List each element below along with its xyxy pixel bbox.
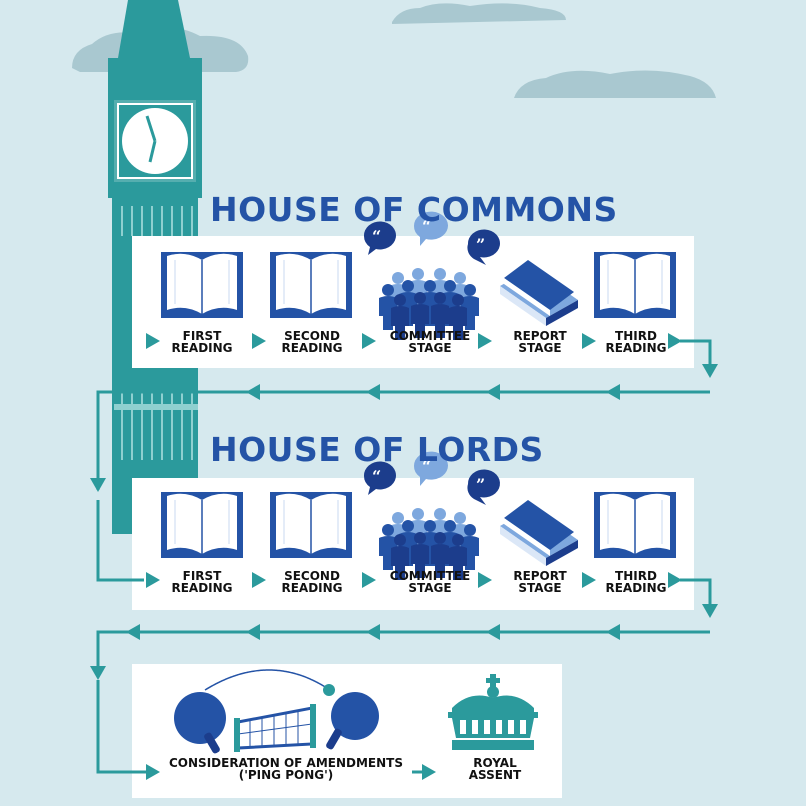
ping-pong-icon: [174, 669, 379, 754]
lords-heading: HOUSE OF LORDS: [210, 430, 544, 469]
open-book-icon: [160, 491, 244, 559]
stage-consideration-of-amendments: CONSIDERATION OF AMENDMENTS('PING PONG'): [169, 756, 403, 782]
open-book-icon: [269, 491, 353, 559]
open-book-icon: [160, 251, 244, 319]
open-book-icon: [593, 251, 677, 319]
open-book-icon: [269, 251, 353, 319]
flow-connector-lines: [96, 339, 712, 774]
open-book-icon: [593, 491, 677, 559]
crown-icon: [448, 674, 538, 750]
commons-heading: HOUSE OF COMMONS: [210, 190, 618, 229]
flow-arrowheads: [90, 333, 718, 780]
